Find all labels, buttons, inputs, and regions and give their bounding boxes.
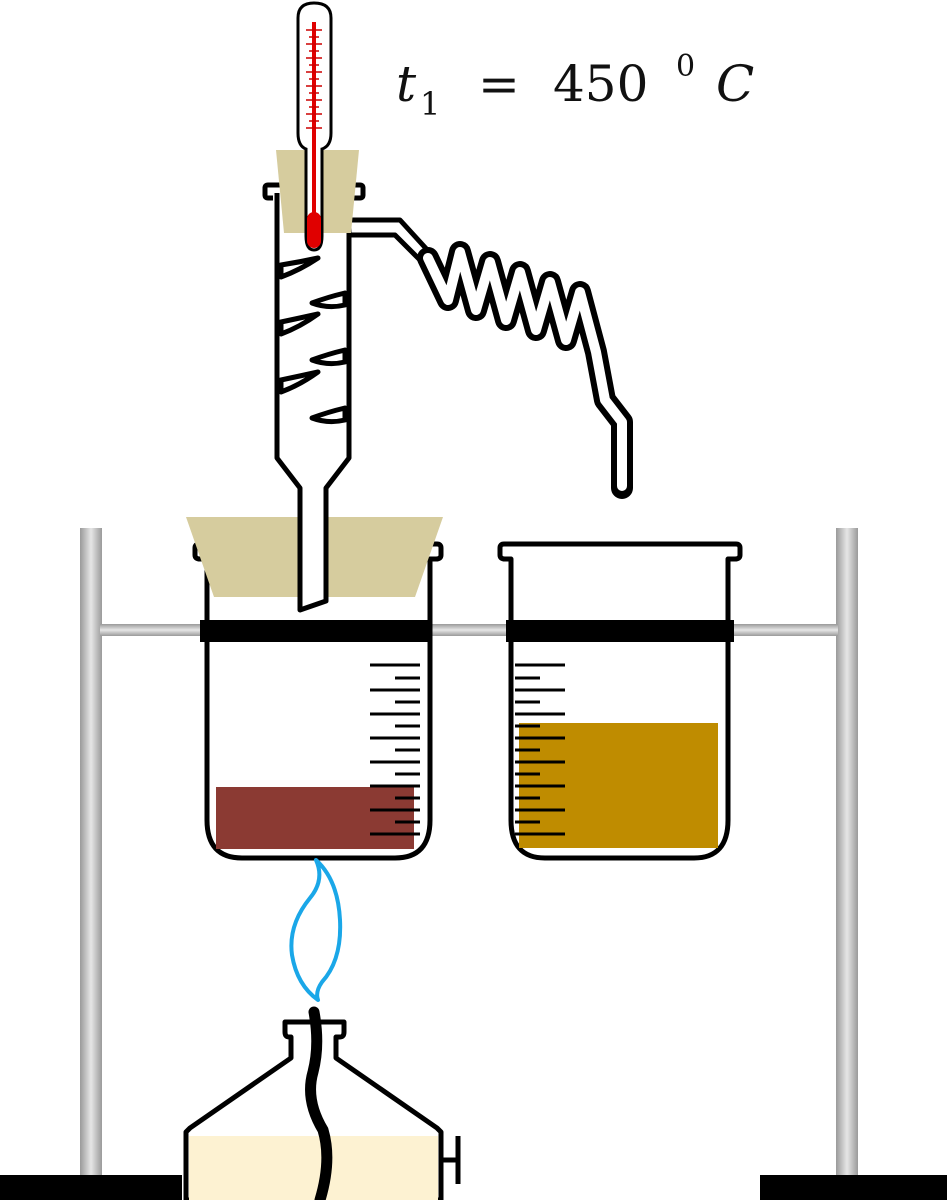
distillate-beaker-scale (515, 663, 565, 836)
left-clamp-band (200, 620, 430, 642)
base-plate-left (0, 1175, 182, 1200)
flame (289, 858, 343, 1002)
stand-rod-left (80, 528, 102, 1178)
residue-liquid (216, 787, 414, 849)
right-clamp-band (506, 620, 734, 642)
label-subscript: 1 (420, 85, 440, 123)
support-stand (0, 528, 947, 1200)
thermometer (296, 1, 333, 252)
label-equals: = (478, 55, 520, 113)
base-plate-right (760, 1175, 947, 1200)
label-variable: t (396, 55, 417, 113)
spirit-lamp (183, 1006, 461, 1200)
fractionating-column (262, 182, 434, 613)
residue-beaker-scale (370, 663, 420, 836)
lamp-fuel (189, 1136, 438, 1200)
column-indentations (278, 255, 348, 425)
coil-inner (423, 247, 627, 491)
temperature-label: t 1 = 450 0 C (396, 49, 754, 123)
lamp-wick (305, 1006, 333, 1200)
stand-rod-right (836, 528, 858, 1178)
lamp-valve (441, 1136, 461, 1184)
label-degree: 0 (676, 49, 695, 84)
condenser-coil (417, 241, 633, 499)
thermometer-scale (306, 29, 322, 129)
label-value: 450 (553, 55, 648, 113)
thermometer-bulb (307, 212, 321, 248)
distillate-beaker (497, 541, 743, 861)
residue-beaker (192, 541, 444, 861)
label-unit: C (716, 55, 754, 113)
